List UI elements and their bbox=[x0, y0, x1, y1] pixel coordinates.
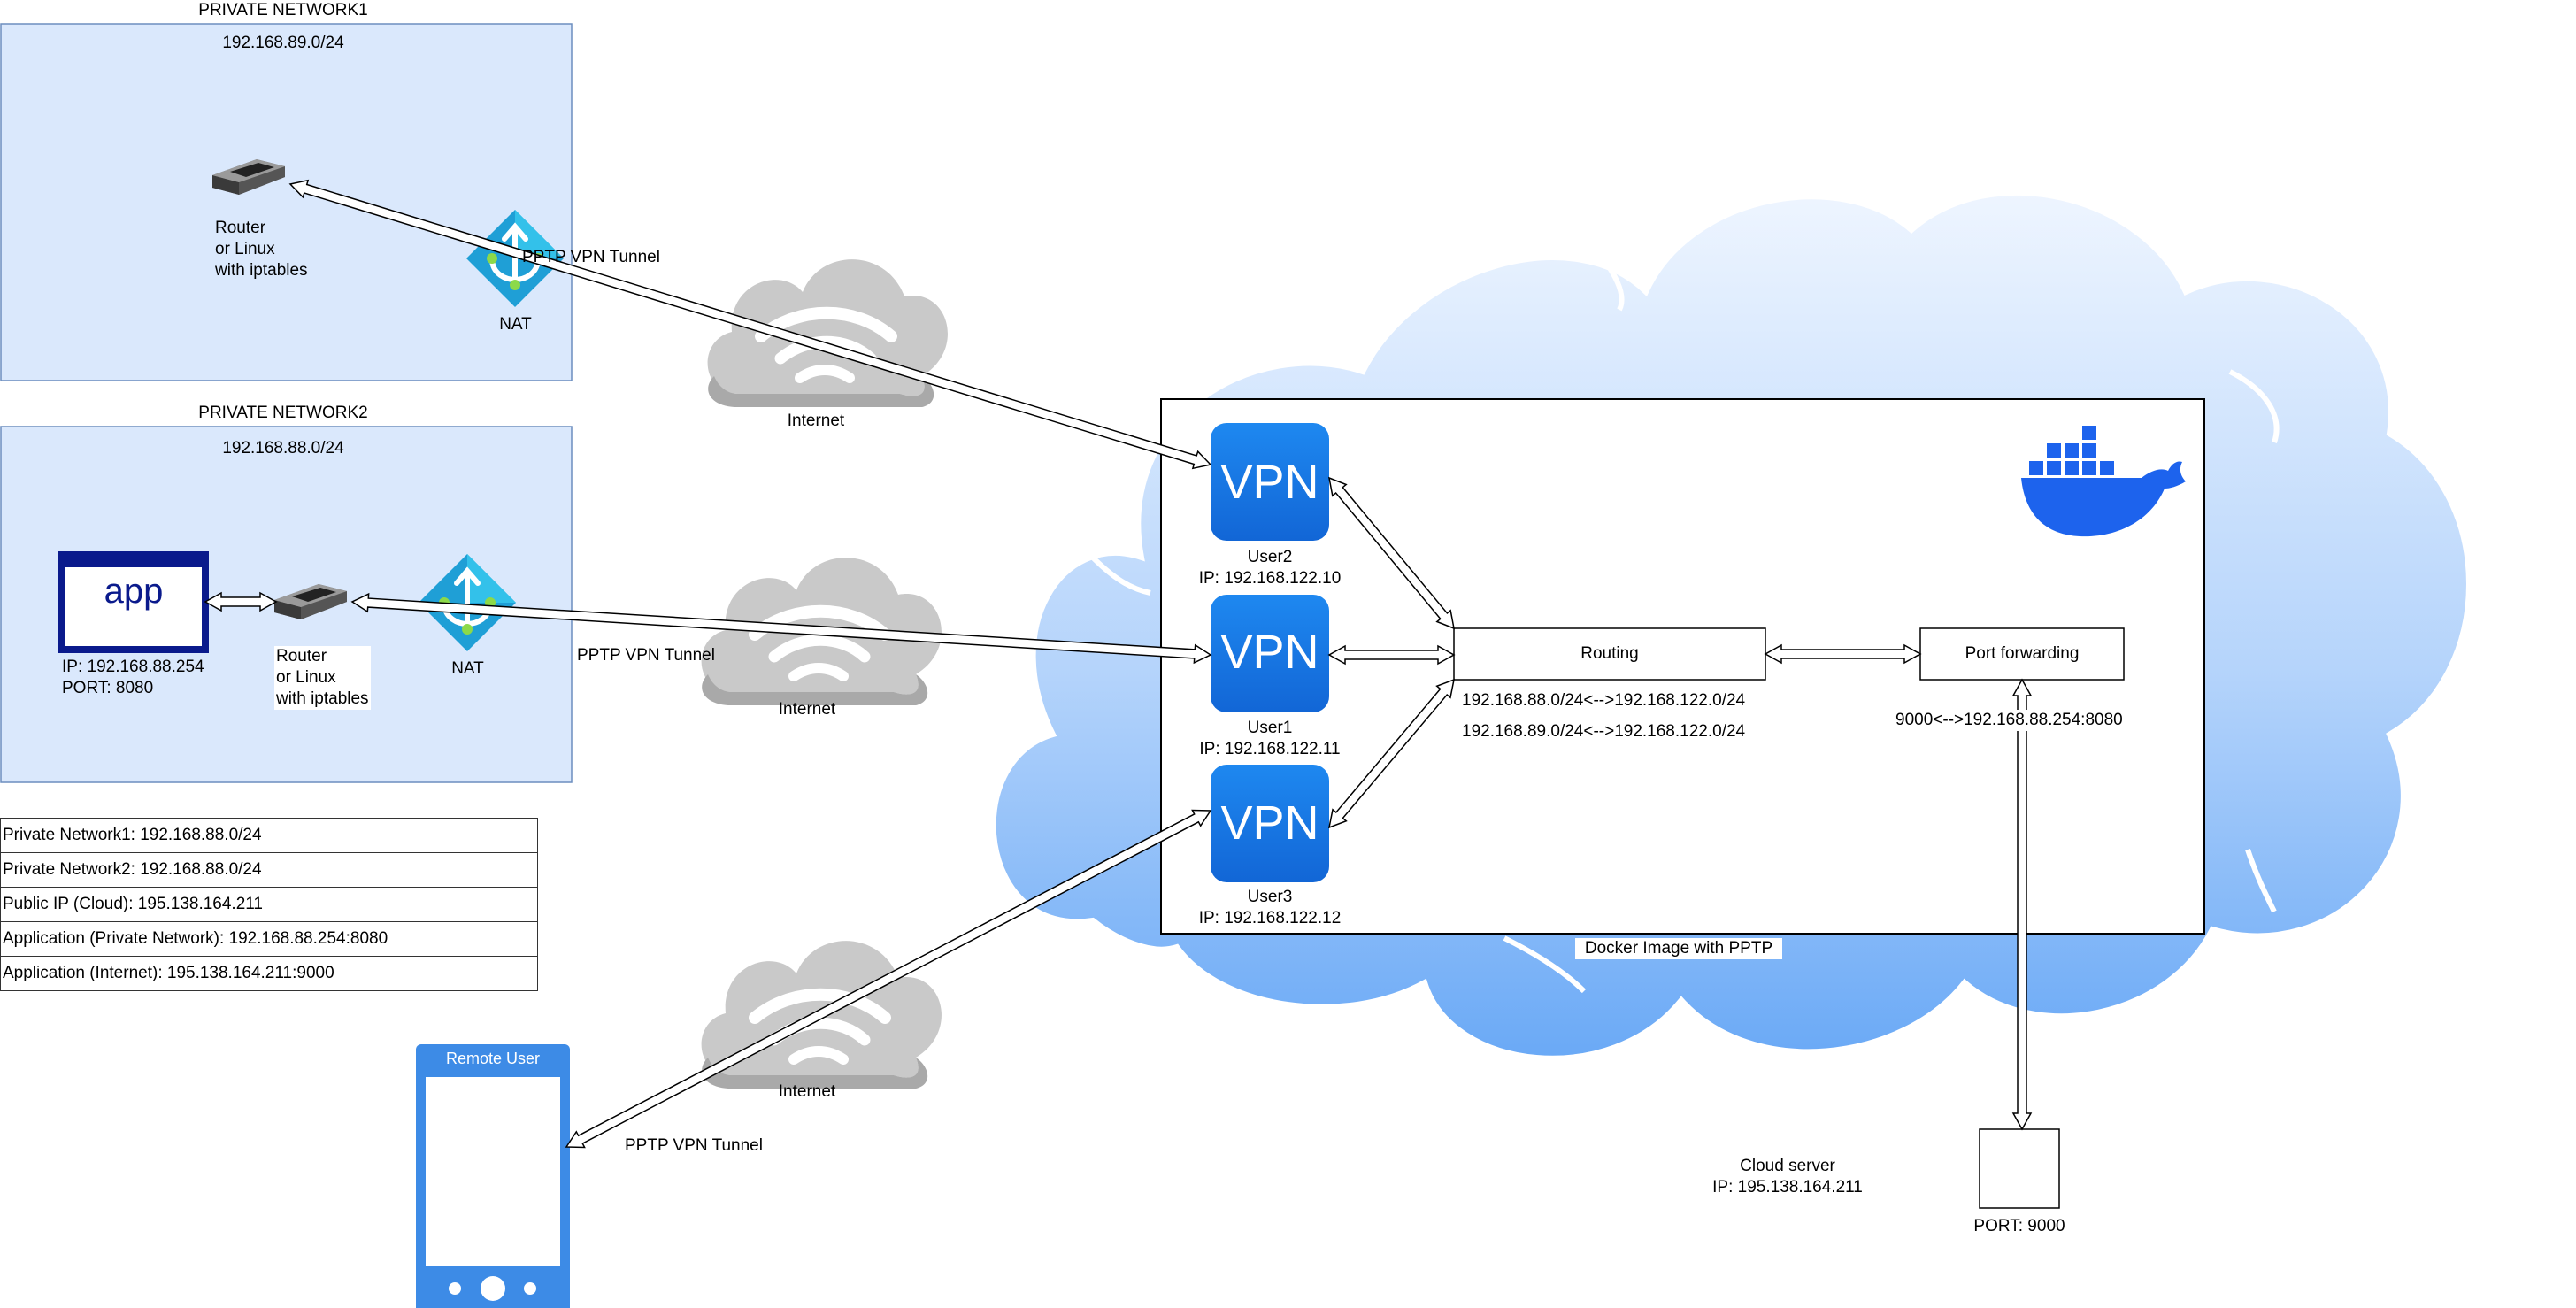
internet3-label: Internet bbox=[778, 1082, 836, 1101]
connector-lines bbox=[204, 179, 2033, 1149]
docker-caption: Docker Image with PPTP bbox=[1575, 938, 1782, 959]
table-row: Application (Private Network): 192.168.8… bbox=[0, 921, 538, 957]
vpn1-routing-connector bbox=[1327, 644, 1456, 666]
table-row: Private Network2: 192.168.88.0/24 bbox=[0, 852, 538, 888]
docker-icon bbox=[2021, 424, 2186, 537]
router-icon-2 bbox=[274, 584, 347, 619]
port-9000-box bbox=[1979, 1128, 2060, 1209]
portfwd-port-connector bbox=[2011, 678, 2033, 1131]
vpn2-routing-connector bbox=[1328, 476, 1455, 630]
tunnel1-label: PPTP VPN Tunnel bbox=[522, 248, 660, 266]
phone-icon bbox=[416, 1044, 570, 1308]
table-cell: Private Network1: 192.168.88.0/24 bbox=[0, 818, 538, 853]
vpn-user1-text: VPN bbox=[1220, 626, 1319, 679]
vpn-user2-text: VPN bbox=[1220, 456, 1319, 509]
vpn3-routing-connector bbox=[1328, 678, 1455, 829]
nat1-label: NAT bbox=[499, 315, 532, 334]
table-row: Application (Internet): 195.138.164.211:… bbox=[0, 956, 538, 991]
app-info: IP: 192.168.88.254 PORT: 8080 bbox=[62, 658, 204, 697]
internet2-label: Internet bbox=[778, 700, 836, 719]
tunnel2-label: PPTP VPN Tunnel bbox=[577, 646, 715, 665]
app-router-connector bbox=[204, 591, 278, 612]
port-forwarding-rule: 9000<-->192.168.88.254:8080 bbox=[1894, 710, 2125, 731]
vpn-user3-text: VPN bbox=[1220, 796, 1319, 850]
routing-rule1: 192.168.88.0/24<-->192.168.122.0/24 bbox=[1462, 691, 1746, 710]
router2-label: Router or Linux with iptables bbox=[274, 646, 371, 710]
port-forwarding-label: Port forwarding bbox=[1965, 644, 2080, 663]
tunnel-connector-2 bbox=[350, 592, 1212, 665]
user1-label: User1 IP: 192.168.122.11 bbox=[1199, 719, 1341, 758]
table-row: Public IP (Cloud): 195.138.164.211 bbox=[0, 887, 538, 922]
private-network1-area bbox=[0, 23, 573, 381]
table-cell: Private Network2: 192.168.88.0/24 bbox=[0, 852, 538, 888]
tunnel3-label: PPTP VPN Tunnel bbox=[625, 1136, 763, 1155]
tunnel-connector-1 bbox=[288, 179, 1212, 470]
cloud-server-label: Cloud server IP: 195.138.164.211 bbox=[1712, 1157, 1863, 1196]
router1-label: Router or Linux with iptables bbox=[215, 219, 308, 280]
table-row: Private Network1: 192.168.88.0/24 bbox=[0, 818, 538, 853]
user3-label: User3 IP: 192.168.122.12 bbox=[1198, 888, 1342, 927]
routing-label: Routing bbox=[1580, 644, 1639, 663]
network2-title: PRIVATE NETWORK2 bbox=[198, 404, 368, 422]
router-icon-1 bbox=[212, 159, 285, 195]
routing-box bbox=[1453, 627, 1766, 681]
table-cell: Public IP (Cloud): 195.138.164.211 bbox=[0, 887, 538, 922]
network2-subnet: 192.168.88.0/24 bbox=[222, 439, 344, 458]
network1-subnet: 192.168.89.0/24 bbox=[222, 34, 344, 52]
internet1-label: Internet bbox=[787, 412, 845, 430]
internet-cloud-1 bbox=[707, 259, 948, 407]
remote-user-title: Remote User bbox=[445, 1050, 541, 1067]
port-9000-label: PORT: 9000 bbox=[1973, 1217, 2065, 1235]
port-forwarding-box bbox=[1919, 627, 2125, 681]
nat2-label: NAT bbox=[451, 659, 484, 678]
table-cell: Application (Private Network): 192.168.8… bbox=[0, 921, 538, 957]
app-icon-text: app bbox=[104, 572, 164, 611]
routing-rule2: 192.168.89.0/24<-->192.168.122.0/24 bbox=[1462, 722, 1746, 741]
tunnel-connector-3 bbox=[565, 809, 1212, 1149]
routing-portfwd-connector bbox=[1764, 643, 1922, 665]
network1-title: PRIVATE NETWORK1 bbox=[198, 1, 368, 19]
app-window-icon bbox=[58, 551, 209, 653]
nat-icon-2 bbox=[419, 554, 516, 651]
vpn-icon-user3 bbox=[1211, 765, 1329, 882]
info-table: Private Network1: 192.168.88.0/24 Privat… bbox=[0, 818, 538, 991]
table-cell: Application (Internet): 195.138.164.211:… bbox=[0, 956, 538, 991]
user2-label: User2 IP: 192.168.122.10 bbox=[1198, 548, 1342, 588]
vpn-icon-user1 bbox=[1211, 595, 1329, 712]
vpn-icon-user2 bbox=[1211, 423, 1329, 541]
